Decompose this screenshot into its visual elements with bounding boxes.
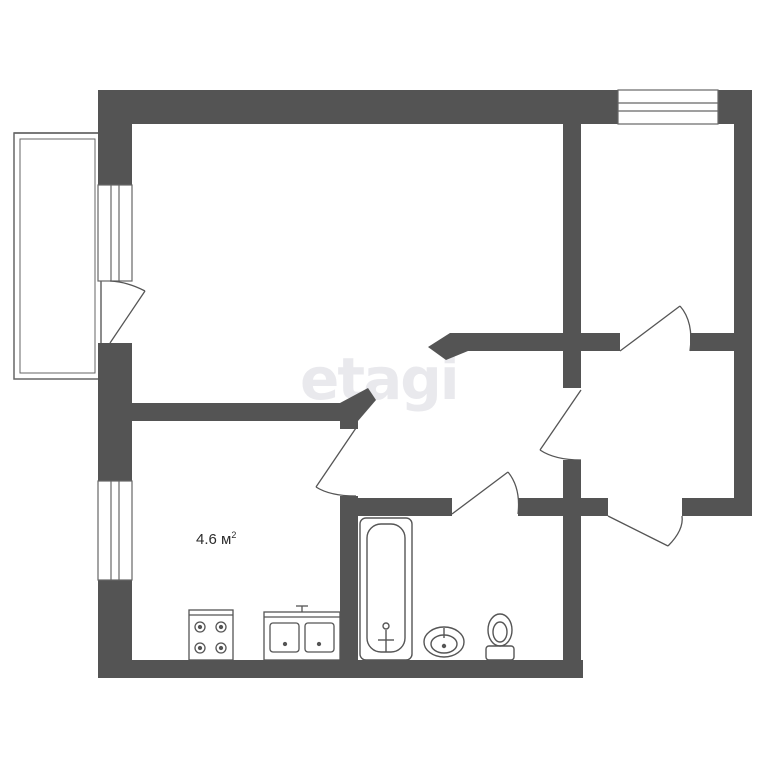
kitchen-area-label: 4.6 м2 [196, 530, 236, 548]
kitchen-sink-icon [263, 605, 341, 661]
washbasin-icon [423, 626, 465, 658]
door-swing-icon [109, 280, 692, 547]
wall-stub-kitchen [340, 388, 376, 421]
wall-kitchen-top [132, 403, 340, 421]
wall-bath-top-left [340, 498, 452, 516]
wall-left-middle [98, 343, 132, 481]
wall-stub-angled [428, 333, 468, 360]
balcony-icon [13, 132, 102, 380]
wall-bedroom-bottom [690, 333, 752, 351]
wall-left-upper [98, 90, 132, 185]
wall-kitchen-jamb [340, 421, 358, 429]
bathtub-icon [359, 517, 413, 661]
window-icon [97, 89, 719, 581]
toilet-icon [485, 613, 515, 661]
window-left-lower [97, 480, 133, 581]
area-unit-superscript: 2 [231, 530, 237, 540]
wall-right [734, 90, 752, 516]
wall-hall-bottom-right [682, 498, 752, 516]
wall-hall-top [450, 333, 620, 351]
wall-bath-top-right [518, 498, 608, 516]
wall-partition-vertical-upper [563, 124, 581, 388]
stove-icon [188, 609, 234, 661]
wall-partition-vertical-lower [563, 460, 581, 678]
wall-kitchen-bath [340, 496, 358, 678]
watermark: etagi [300, 345, 460, 413]
window-left-upper [97, 184, 133, 282]
kitchen-area-value: 4.6 м [196, 531, 232, 548]
walls [98, 90, 752, 678]
wall-top-left [98, 90, 618, 124]
